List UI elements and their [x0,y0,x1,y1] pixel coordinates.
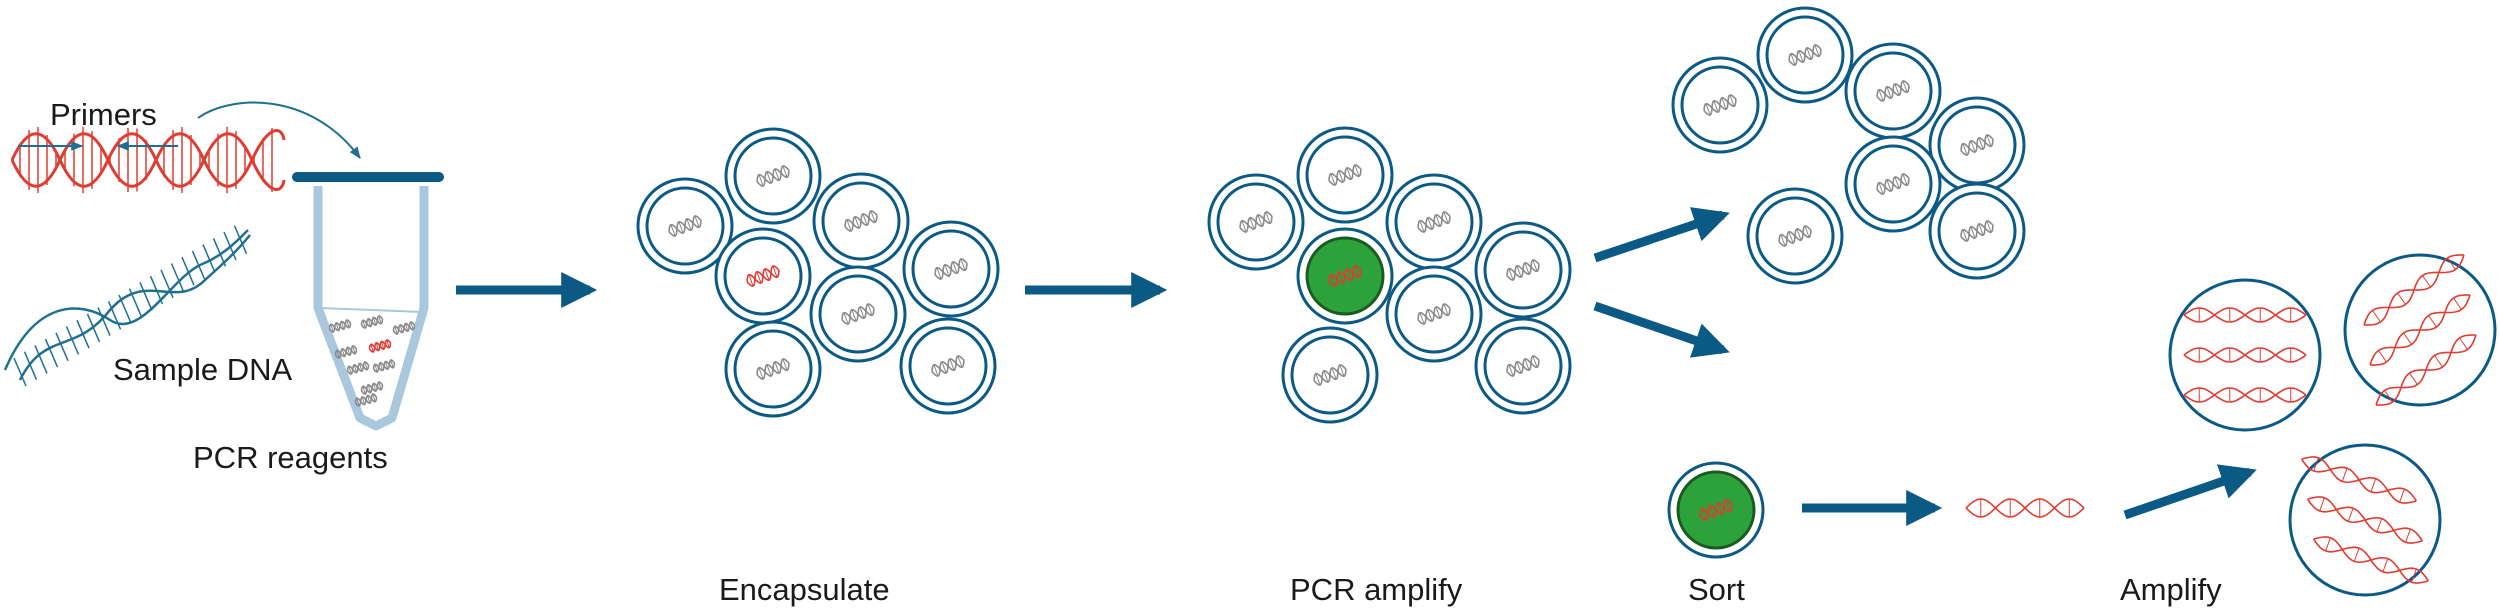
split-down-arrow-icon [1593,301,1730,358]
encapsulate-label: Encapsulate [719,572,890,607]
dna-helix-icon [2301,456,2417,504]
dna-helix-icon [346,361,370,375]
dna-helix-icon [668,215,702,237]
template-dna-helix-icon [10,126,286,194]
recovered-dna-helix-icon [1965,498,2085,518]
droplet-icon [1207,173,1305,271]
dna-helix-icon [328,319,352,333]
dna-helix-icon [841,303,875,325]
dna-helix-icon [1417,303,1451,325]
dna-helix-icon [360,381,384,395]
droplet-icon [809,265,907,363]
droplet-icon [1928,96,2026,194]
step-arrows [456,207,2257,526]
dna-helix-icon [756,358,790,380]
droplet-icon [1928,182,2026,280]
droplet-icon [714,227,812,325]
amplified-droplet-icon [2288,443,2442,597]
dna-helix-icon [1876,173,1910,195]
pcr-amplify-label: PCR amplify [1290,572,1463,607]
sort-label: Sort [1688,572,1745,607]
dna-helix-icon [931,355,965,377]
dna-helix-icon [1960,220,1994,242]
amplified-droplet-icon [2168,278,2322,432]
dna-helix-icon [1313,364,1347,386]
primers-label: Primers [50,97,157,132]
droplet-icon [724,127,822,225]
dna-helix-icon [756,165,790,187]
dna-helix-icon [1788,44,1822,66]
dna-helix-icon [354,393,378,407]
dna-helix-icon [1506,259,1540,281]
dna-helix-icon [1328,164,1362,186]
dna-helix-icon [368,339,392,353]
dna-helix-icon [392,321,416,335]
droplet-icon [636,177,734,275]
droplet-icon [1756,6,1854,104]
dna-helix-icon [1506,355,1540,377]
droplet-icon [1746,187,1844,285]
sample-dna-helix-icon [3,225,251,387]
dna-helix-icon [2183,387,2307,403]
amplify-label: Amplify [2120,572,2222,607]
sample-dna-label: Sample DNA [113,352,292,387]
droplet-icon [724,320,822,418]
dna-helix-icon [1703,94,1737,116]
recovered-dna-helix-icon [1965,498,2085,518]
dna-helix-icon [2183,307,2307,323]
droplet-icon [1296,126,1394,224]
droplet-icon [1385,173,1483,271]
dna-helix-icon [372,359,396,373]
dna-helix-icon [2363,254,2465,326]
target-dna-helix-icon [1328,265,1362,287]
step-labels: Encapsulate PCR amplify Sort Amplify [719,572,2222,607]
dna-helix-icon [2369,294,2471,366]
dna-helix-icon [2313,536,2429,584]
dna-helix-icon [1239,211,1273,233]
droplet-icon [899,317,997,415]
droplet-icon [1844,135,1942,233]
dna-helix-icon [844,210,878,232]
pcr-tube-icon [292,172,444,431]
dna-helix-icon [334,345,358,359]
droplet-icon [1474,221,1572,319]
droplet-icon [1671,56,1769,154]
dna-helix-icon [1417,211,1451,233]
dna-helix-icon [360,315,384,329]
droplet-icon [1281,326,1379,424]
dna-helix-icon [2183,347,2307,363]
dna-helix-icon [1876,80,1910,102]
pcr-reagents-label: PCR reagents [193,440,388,475]
droplet-icon [1474,317,1572,415]
dna-helix-icon [2307,496,2423,544]
amplify-arrow-icon [2123,464,2257,520]
dna-helix-icon [2375,334,2477,406]
dna-helix-icon [1960,134,1994,156]
droplet-icon [1296,227,1394,325]
droplet-icon [1385,265,1483,363]
dna-helix-icon [934,258,968,280]
droplet-icon [812,172,910,270]
droplet-icon [1667,461,1765,559]
add-to-tube-arrow-icon [197,101,361,159]
droplet-clusters [636,6,2497,597]
droplet-icon [902,220,1000,318]
droplet-icon [1844,42,1942,140]
dna-helix-icon [1778,225,1812,247]
input-materials: Primers Sample DNA PCR reagents [3,97,444,475]
target-dna-helix-icon [746,265,780,287]
split-up-arrow-icon [1593,207,1730,263]
target-dna-helix-icon [1699,499,1733,521]
amplified-droplet-icon [2343,253,2497,407]
